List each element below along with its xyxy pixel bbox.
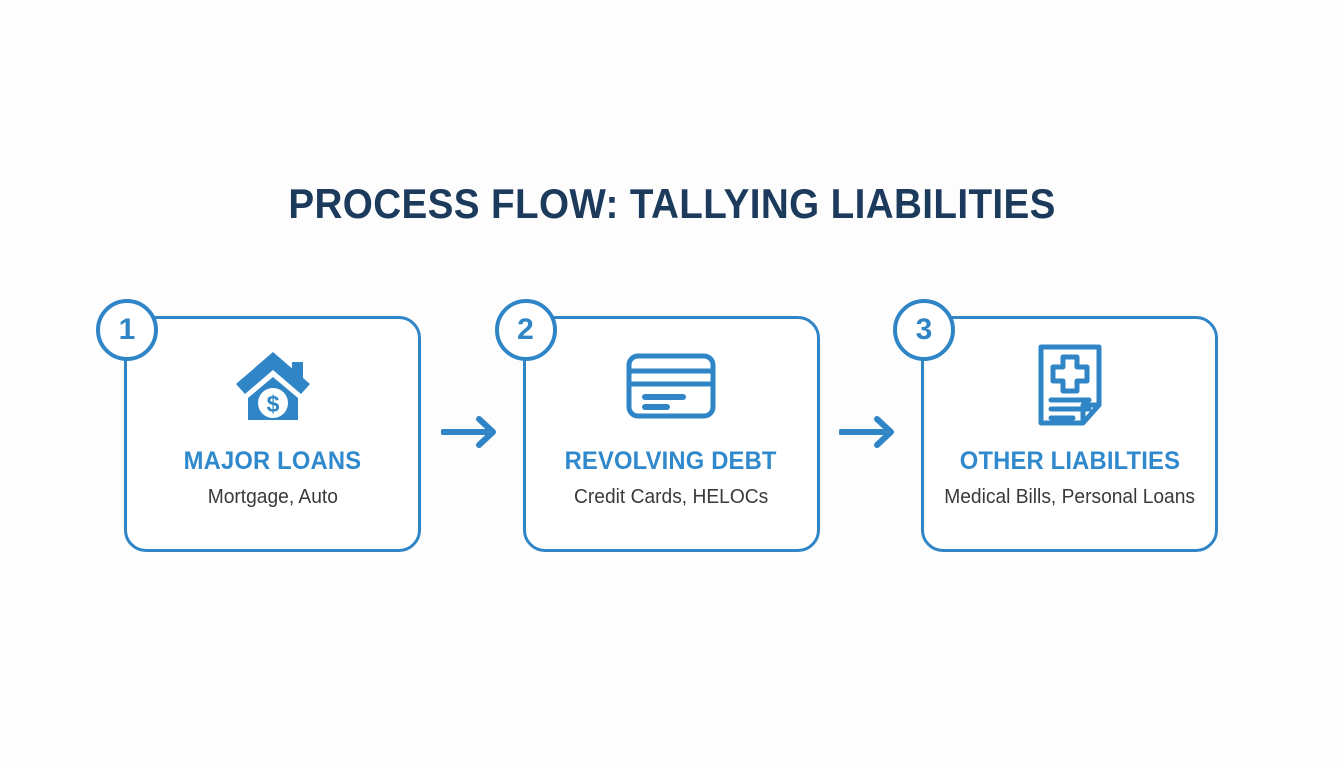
title-container: PROCESS FLOW: TALLYING LIABILITIES bbox=[0, 152, 1344, 256]
arrow-right-icon bbox=[838, 415, 901, 454]
house-dollar-icon: $ bbox=[230, 346, 316, 431]
arrow-right-icon bbox=[439, 415, 503, 454]
credit-card-icon bbox=[625, 351, 717, 426]
step-number-badge-2: 2 bbox=[494, 299, 557, 361]
step-subtitle-1: Mortgage, Auto bbox=[207, 486, 338, 508]
step-card-2[interactable]: 2 REVOLVING DEBT Credit Cards, HELOCs bbox=[494, 299, 820, 552]
step-title-2: REVOLVING DEBT bbox=[564, 447, 778, 475]
step-subtitle-2: Credit Cards, HELOCs bbox=[573, 486, 769, 508]
step-icon-slot-2 bbox=[625, 345, 717, 431]
step-number-badge-1: 1 bbox=[96, 299, 158, 361]
step-number-badge-3: 3 bbox=[893, 299, 955, 361]
step-icon-slot-1: $ bbox=[230, 345, 316, 431]
step-icon-slot-3 bbox=[1033, 343, 1107, 434]
step-card-1[interactable]: 1 $ MAJOR LOANS Mortgage, Auto bbox=[96, 299, 421, 552]
medical-document-icon bbox=[1033, 343, 1107, 434]
connector-1 bbox=[435, 316, 509, 552]
step-subtitle-3: Medical Bills, Personal Loans bbox=[944, 486, 1195, 508]
connector-2 bbox=[833, 316, 907, 552]
step-title-3: OTHER LIABILTIES bbox=[959, 447, 1180, 475]
step-card-3[interactable]: 3 OTHER LIABILTIES Medical Bills, Person… bbox=[893, 299, 1218, 552]
step-title-1: MAJOR LOANS bbox=[183, 447, 362, 475]
page-title: PROCESS FLOW: TALLYING LIABILITIES bbox=[288, 180, 1056, 228]
svg-text:$: $ bbox=[266, 391, 279, 417]
process-flow-row: 1 $ MAJOR LOANS Mortgage, Auto bbox=[96, 299, 1218, 552]
